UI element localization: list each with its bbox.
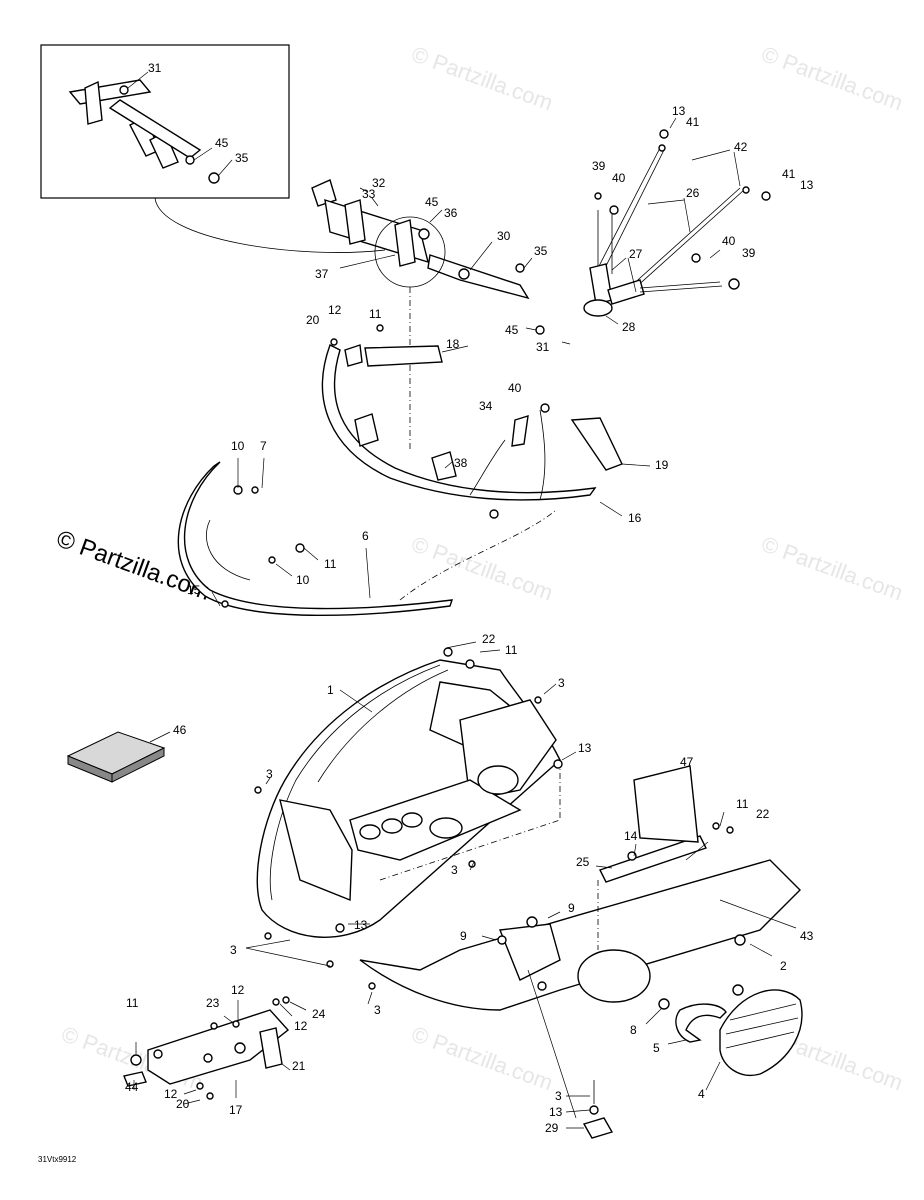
callout-label: 7: [260, 439, 267, 453]
callout-label: 46: [173, 723, 187, 737]
callout-label: 31: [148, 61, 162, 75]
callout-label: 6: [362, 529, 369, 543]
callout-label: 41: [782, 167, 796, 181]
callout-label: 22: [482, 632, 496, 646]
callout-label: 14: [624, 829, 638, 843]
callout-label: 39: [742, 246, 756, 260]
callout-label: 39: [592, 159, 606, 173]
callout-label: 41: [686, 115, 700, 129]
callout-label: 34: [479, 399, 493, 413]
callout-label: 12: [294, 1019, 308, 1033]
callout-label: 11: [126, 996, 139, 1010]
hinge-assembly: [311, 179, 571, 450]
callout-label: 18: [446, 337, 460, 351]
callout-label: 13: [549, 1105, 563, 1119]
callout-label: 11: [736, 797, 749, 811]
callout-label: 45: [425, 195, 439, 209]
callout-label: 23: [206, 996, 220, 1010]
watermark-group: © Partzilla.com © Partzilla.com © Partzi…: [53, 41, 906, 1095]
callout-label: 33: [362, 187, 376, 201]
callout-label: 3: [266, 767, 273, 781]
drawing-code: 31Vtx9912: [38, 1155, 77, 1164]
callout-label: 8: [630, 1023, 637, 1037]
callout-label: 13: [578, 741, 592, 755]
callout-label: 32: [372, 176, 386, 190]
callout-label: 31: [536, 340, 550, 354]
callout-label: 13: [800, 178, 814, 192]
callout-label: 4: [698, 1087, 705, 1101]
callout-label: 20: [176, 1097, 190, 1111]
callout-label: 45: [505, 323, 519, 337]
callout-label: 3: [230, 943, 237, 957]
callout-label: 37: [315, 267, 329, 281]
callout-label: 12: [164, 1087, 178, 1101]
cover-and-gasket: [645, 989, 803, 1091]
inset-detail: [40, 44, 386, 253]
watermark: © Partzilla.com: [408, 1021, 556, 1095]
callout-label: 35: [534, 244, 548, 258]
watermark: © Partzilla.com: [408, 41, 556, 115]
callout-label: 13: [354, 918, 368, 932]
callout-label: 29: [545, 1121, 559, 1135]
callout-label: 3: [374, 1003, 381, 1017]
callout-label: 20: [306, 313, 320, 327]
callout-label: 12: [231, 983, 245, 997]
bumper-front: [177, 457, 557, 617]
callout-label: 19: [655, 458, 669, 472]
clip-assembly: [565, 1080, 614, 1139]
callout-label: 21: [292, 1059, 306, 1073]
callout-label: 30: [497, 229, 511, 243]
callout-label: 26: [686, 186, 700, 200]
bracket-lower: [123, 996, 307, 1105]
callout-label: 28: [622, 320, 636, 334]
callout-label: 9: [460, 929, 467, 943]
callout-labels: 31 45 35 32 33 45 36 30 37 35 13 41 42 3…: [125, 61, 814, 1135]
callout-label: 40: [508, 381, 522, 395]
watermark: © Partzilla.com: [758, 41, 906, 115]
callout-label: 47: [680, 755, 694, 769]
hood-main: [245, 641, 577, 968]
callout-label: 40: [612, 171, 626, 185]
callout-label: 11: [505, 643, 518, 657]
callout-label: 43: [800, 929, 814, 943]
callout-label: 3: [555, 1089, 562, 1103]
callout-label: 9: [568, 901, 575, 915]
foam-pad: [66, 731, 171, 783]
callout-label: 25: [576, 855, 590, 869]
callout-label: 11: [324, 557, 337, 571]
callout-label: 5: [653, 1041, 660, 1055]
cable-assembly: [583, 117, 771, 325]
watermark: © Partzilla.com: [758, 531, 906, 605]
lower-panel: [359, 765, 801, 1119]
callout-label: 10: [231, 439, 245, 453]
callout-label: 35: [235, 151, 249, 165]
callout-label: 36: [444, 206, 458, 220]
callout-label: 16: [628, 511, 642, 525]
callout-label: 13: [672, 104, 686, 118]
watermark: © Partzilla.com: [408, 531, 556, 605]
callout-label: 27: [629, 247, 643, 261]
callout-label: 3: [558, 676, 565, 690]
callout-label: 17: [229, 1103, 243, 1117]
bumper-frame: [321, 324, 651, 519]
callout-label: 45: [215, 136, 229, 150]
callout-label: 24: [312, 1007, 326, 1021]
callout-label: 15: [187, 583, 201, 597]
callout-label: 22: [756, 807, 770, 821]
callout-label: 1: [327, 683, 334, 697]
callout-label: 10: [296, 573, 310, 587]
callout-label: 3: [451, 863, 458, 877]
callout-label: 11: [369, 307, 382, 321]
callout-label: 38: [454, 456, 468, 470]
callout-label: 40: [722, 234, 736, 248]
callout-label: 42: [734, 140, 748, 154]
callout-label: 12: [328, 303, 342, 317]
callout-label: 44: [125, 1080, 139, 1094]
callout-label: 2: [780, 959, 787, 973]
